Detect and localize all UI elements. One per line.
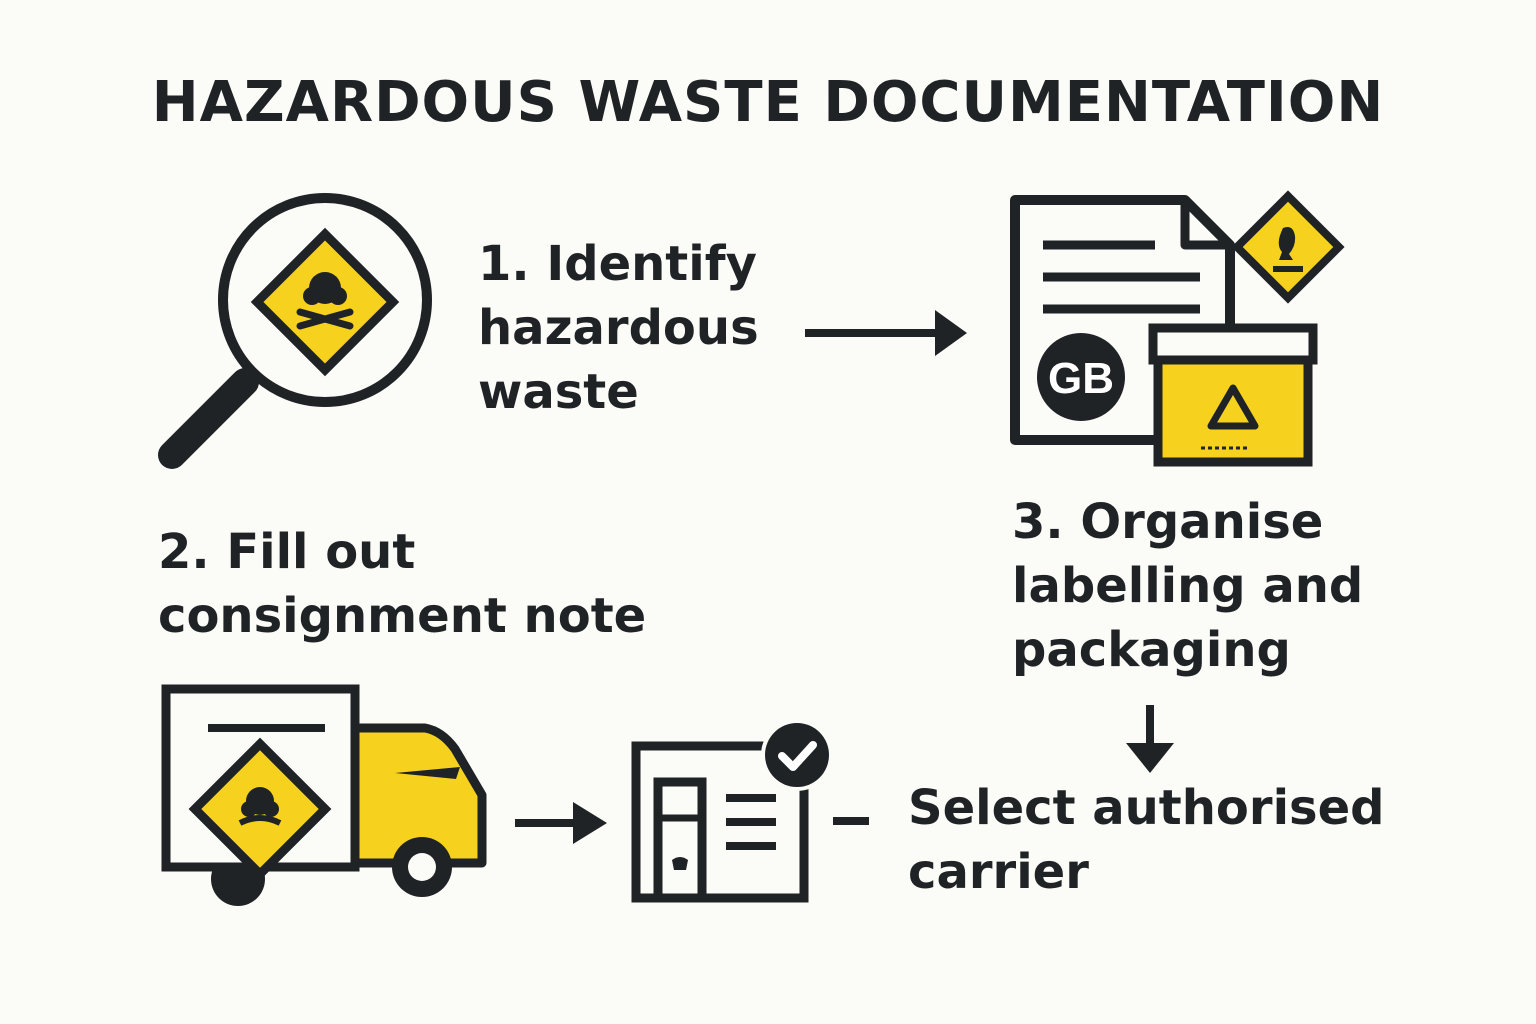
- arrow-down-icon: [1126, 705, 1174, 773]
- magnifier-hazard-icon: [158, 193, 432, 469]
- truck-document-icon: [161, 684, 487, 906]
- arrow-right-icon: [805, 310, 967, 356]
- gb-badge: GB: [1048, 354, 1114, 403]
- step-2-text: 2. Fill out consignment note: [158, 524, 647, 644]
- document-gb-box-icon: GB: [1010, 190, 1345, 467]
- step-3-text: 3. Organise labelling and packaging: [1012, 494, 1364, 678]
- step-4-text: Select authorised carrier: [908, 780, 1385, 900]
- arrow-right-small-icon: [515, 802, 607, 844]
- connector-dash-icon: [833, 817, 869, 825]
- page-title: HAZARDOUS WASTE DOCUMENTATION: [151, 70, 1385, 135]
- step-1-text: 1. Identify hazardous waste: [478, 236, 759, 420]
- carrier-form-check-icon: [631, 719, 833, 903]
